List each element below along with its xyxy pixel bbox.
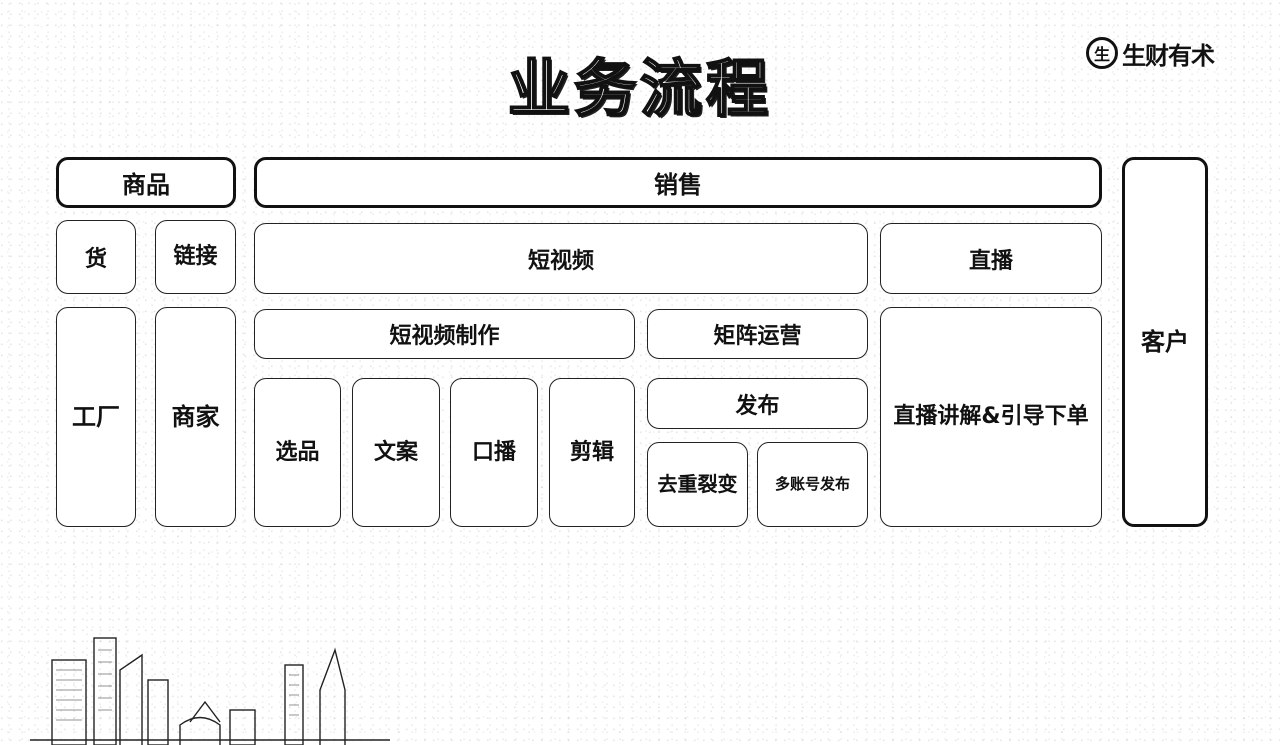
logo-badge-icon: 生 <box>1086 37 1118 69</box>
dedup-line-1: 去重 <box>657 472 698 496</box>
merchant-char-2: 家 <box>195 403 220 431</box>
live-line-2: & <box>981 404 1001 430</box>
step-editing-box: 剪 辑 <box>549 378 635 527</box>
video-production-box: 短视频制作 <box>254 309 635 359</box>
live-explain-box: 直播讲解 & 引导下单 <box>880 307 1102 527</box>
multi-account-publish-box: 多账号 发布 <box>757 442 868 527</box>
sales-header: 销售 <box>254 157 1102 208</box>
edit-char-1: 剪 <box>569 439 592 465</box>
goods-header: 商品 <box>56 157 236 208</box>
dedup-line-2: 裂变 <box>697 472 738 496</box>
edit-char-2: 辑 <box>592 439 615 465</box>
multi-line-2: 发布 <box>820 475 851 494</box>
factory-char-1: 工 <box>72 403 96 431</box>
logo-text: 生财有术 <box>1122 41 1215 70</box>
city-skyline-illustration <box>30 637 390 745</box>
merchant-box: 商 家 <box>155 307 236 527</box>
merchant-char-1: 商 <box>171 403 196 431</box>
customer-char-1: 客 <box>1141 328 1165 356</box>
link-char-1: 链 <box>173 244 196 270</box>
factory-box: 工 厂 <box>56 307 136 527</box>
multi-line-1: 多账号 <box>774 475 820 494</box>
factory-char-2: 厂 <box>96 403 120 431</box>
short-video-box: 短视频 <box>254 223 868 294</box>
step-select-box: 选 品 <box>254 378 341 527</box>
brand-logo: 生 生财有术 <box>1086 34 1215 72</box>
link-box: 链 接 <box>155 220 236 294</box>
voice-char-2: 播 <box>494 439 517 465</box>
copy-char-1: 文 <box>373 439 396 465</box>
link-char-2: 接 <box>195 244 218 270</box>
select-char-1: 选 <box>275 439 298 465</box>
step-voiceover-box: 口 播 <box>450 378 538 527</box>
customer-box: 客 户 <box>1122 157 1208 527</box>
publish-box: 发布 <box>647 378 868 429</box>
voice-char-1: 口 <box>471 439 494 465</box>
dedup-fission-box: 去重 裂变 <box>647 442 748 527</box>
customer-char-2: 户 <box>1165 328 1189 356</box>
step-copywriting-box: 文 案 <box>352 378 440 527</box>
live-line-1: 直播讲解 <box>893 404 982 430</box>
copy-char-2: 案 <box>396 439 419 465</box>
live-box: 直播 <box>880 223 1102 294</box>
select-char-2: 品 <box>297 439 320 465</box>
live-line-3: 引导下单 <box>1000 404 1089 430</box>
goods-item-box: 货 <box>56 220 136 294</box>
page-title: 业务流程 <box>507 51 772 126</box>
matrix-operation-box: 矩阵运营 <box>647 309 868 359</box>
